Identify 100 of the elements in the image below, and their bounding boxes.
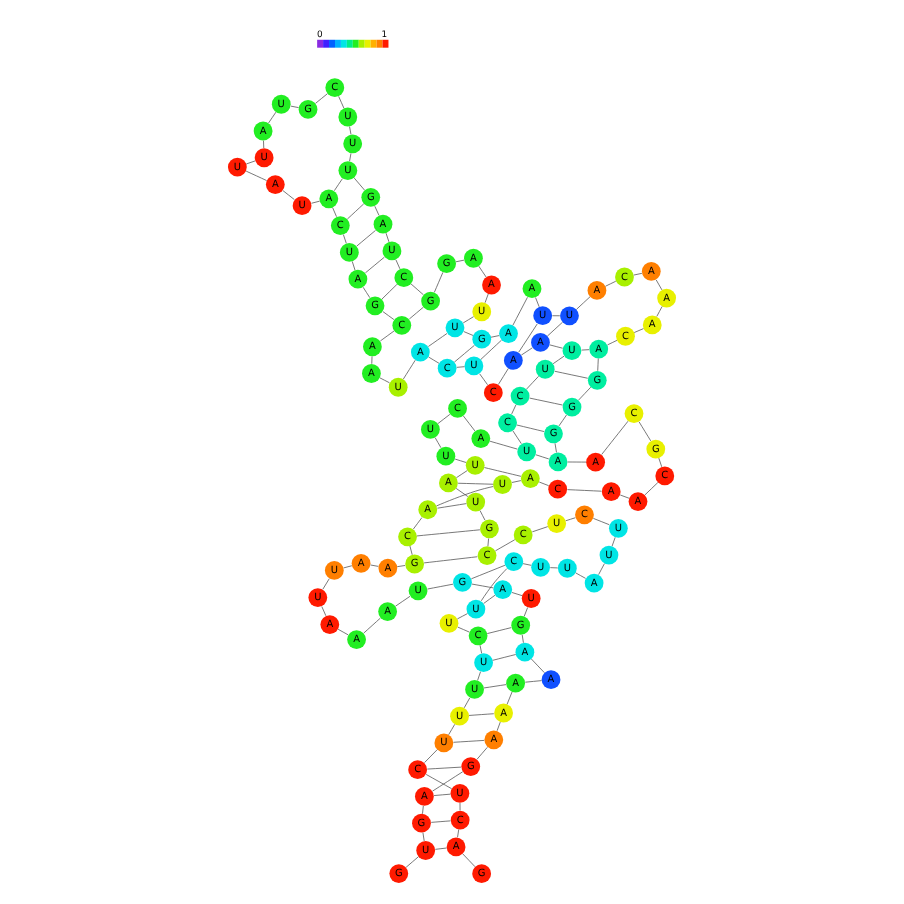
connector — [518, 323, 538, 353]
connector — [531, 526, 549, 533]
connector — [524, 680, 542, 683]
connector — [552, 315, 561, 317]
connector — [581, 349, 590, 351]
connector — [490, 335, 500, 338]
connector — [479, 373, 488, 386]
connector — [402, 359, 416, 380]
connector — [362, 286, 371, 299]
connector — [455, 470, 468, 479]
connector — [380, 330, 395, 342]
connector — [448, 723, 456, 736]
connector — [487, 538, 489, 547]
connector — [434, 847, 447, 850]
connector — [619, 494, 630, 499]
connector — [486, 627, 512, 634]
connector — [365, 256, 385, 274]
connector — [576, 296, 591, 310]
connector — [605, 280, 617, 287]
connector — [453, 740, 485, 743]
connector — [656, 306, 663, 317]
connector — [454, 344, 475, 363]
connector — [462, 415, 476, 432]
connector — [455, 488, 469, 497]
connector — [506, 691, 513, 705]
connector — [349, 126, 352, 135]
connector — [463, 331, 474, 336]
connector — [520, 347, 533, 356]
connector — [567, 489, 602, 492]
connector — [484, 467, 522, 477]
connector — [454, 458, 467, 463]
connector — [430, 820, 451, 823]
connector — [263, 140, 265, 149]
connector — [468, 713, 495, 716]
connector — [554, 370, 589, 379]
connector — [455, 259, 465, 263]
connector — [538, 481, 549, 487]
connector — [433, 793, 451, 796]
connector — [638, 421, 652, 442]
connector — [338, 95, 345, 109]
connector — [437, 414, 451, 425]
connector — [422, 832, 425, 842]
connector — [462, 316, 475, 324]
connector — [385, 232, 390, 243]
connector — [489, 440, 518, 450]
connector — [432, 771, 464, 792]
connector — [578, 386, 592, 401]
connector — [511, 404, 517, 415]
connector — [658, 457, 663, 468]
connector — [434, 271, 444, 293]
connector — [457, 829, 460, 838]
connector — [395, 595, 411, 607]
connector — [471, 564, 506, 580]
connector — [526, 375, 539, 390]
connector — [379, 377, 390, 384]
connector — [434, 437, 442, 449]
connector — [422, 805, 424, 815]
connector — [535, 454, 550, 460]
connector — [343, 234, 347, 244]
connector — [633, 328, 644, 333]
connector — [322, 578, 330, 590]
connector — [457, 482, 494, 485]
connector — [356, 230, 376, 247]
connector — [511, 592, 523, 597]
connector — [549, 344, 564, 349]
connector — [246, 160, 256, 165]
connector — [370, 564, 379, 567]
connector — [611, 537, 616, 547]
connector — [321, 606, 327, 617]
connector — [463, 697, 471, 709]
connector — [311, 200, 320, 204]
connector — [477, 671, 481, 681]
connector — [598, 563, 605, 575]
connector — [531, 658, 545, 674]
connector — [535, 297, 540, 308]
connector — [333, 178, 343, 192]
connector — [511, 480, 522, 483]
connector — [462, 853, 476, 868]
connector — [425, 774, 453, 790]
connector — [457, 613, 468, 620]
connector — [424, 749, 438, 763]
connector — [558, 414, 567, 427]
connector — [549, 567, 559, 569]
connector — [351, 261, 356, 271]
connector — [565, 517, 576, 522]
connector — [601, 420, 629, 455]
connector — [644, 482, 659, 496]
connector — [457, 626, 470, 633]
connector — [427, 333, 448, 347]
connector — [382, 311, 395, 320]
connector — [427, 583, 454, 590]
connector — [290, 105, 300, 109]
connector — [428, 356, 440, 364]
connector — [479, 510, 486, 521]
connector — [516, 424, 545, 432]
connector — [412, 517, 423, 530]
connector — [483, 594, 496, 604]
connector — [423, 556, 478, 564]
connector — [436, 486, 494, 507]
connector — [476, 746, 488, 760]
